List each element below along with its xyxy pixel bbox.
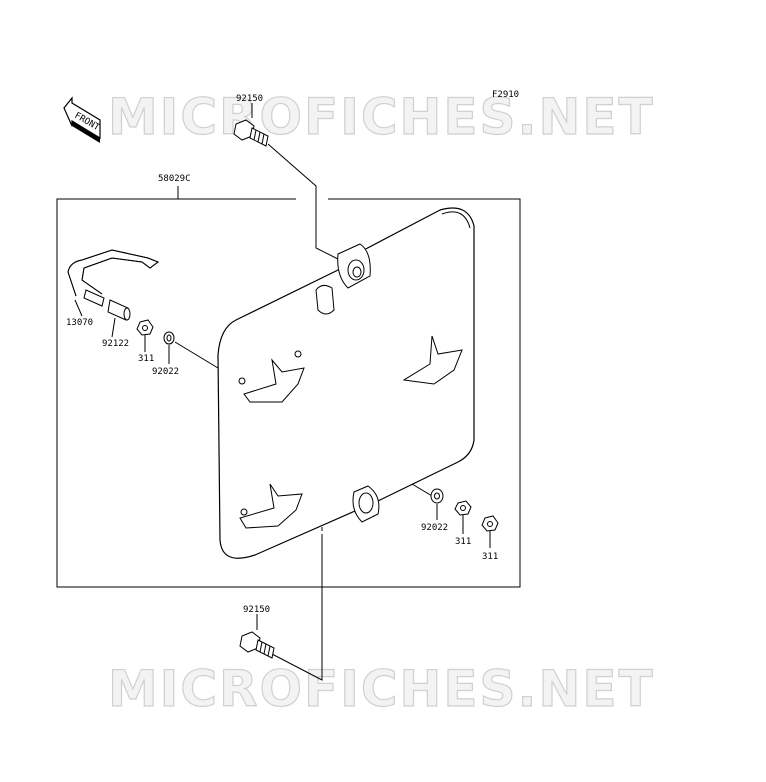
nut-311-right-2 xyxy=(481,515,499,532)
assembly-frame xyxy=(56,186,521,588)
watermark-top: MICROFICHES.NET xyxy=(108,88,655,146)
label-92122: 92122 xyxy=(102,339,129,349)
label-311-right-2: 311 xyxy=(482,552,498,562)
mounting-plate xyxy=(217,207,475,559)
washer-92022-left xyxy=(163,331,175,345)
label-58029c: 58029C xyxy=(158,174,191,184)
label-311-right-1: 311 xyxy=(455,537,471,547)
rod-13070 xyxy=(67,249,160,307)
figure-id: F2910 xyxy=(492,90,519,100)
label-92150-top: 92150 xyxy=(236,94,263,104)
label-13070: 13070 xyxy=(66,318,93,328)
label-92150-bottom: 92150 xyxy=(243,605,270,615)
nut-311-left xyxy=(136,319,154,336)
front-arrow-icon: FRONT xyxy=(63,96,101,143)
collar-92122 xyxy=(107,299,131,321)
watermark-bottom: MICROFICHES.NET xyxy=(108,660,655,718)
label-92022-right: 92022 xyxy=(421,523,448,533)
bolt-92150-top xyxy=(233,119,269,147)
label-92022-left: 92022 xyxy=(152,367,179,377)
washer-92022-right xyxy=(430,488,444,504)
bolt-92150-bottom xyxy=(239,631,275,659)
label-311-left: 311 xyxy=(138,354,154,364)
nut-311-right-1 xyxy=(454,500,472,516)
